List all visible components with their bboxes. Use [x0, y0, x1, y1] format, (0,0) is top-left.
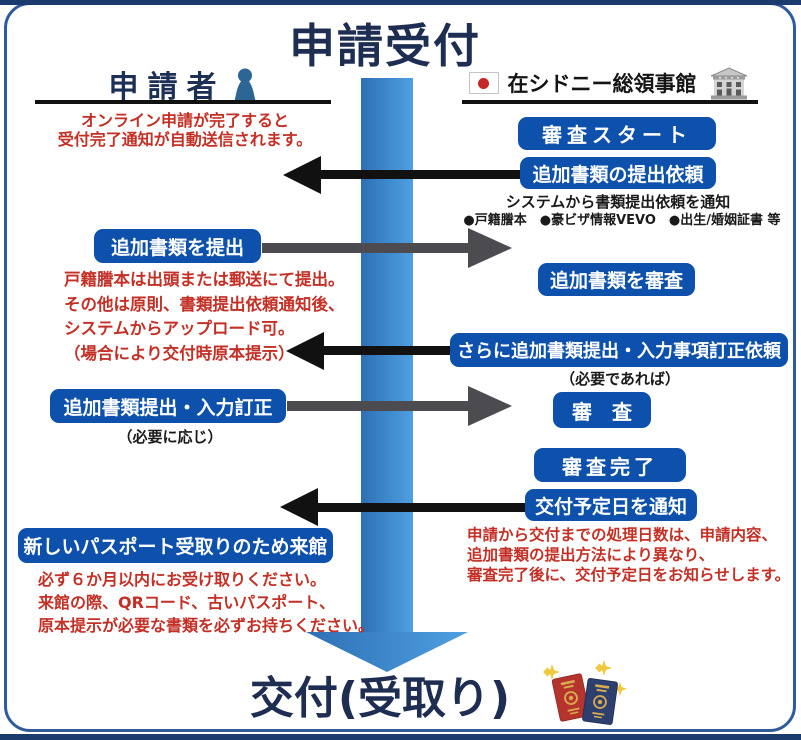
applicant-column-header: 申請者 — [35, 62, 331, 106]
auto-send-note: オンライン申請が完了すると 受付完了通知が自動送信されます。 — [30, 111, 340, 149]
note-line: 必ず６か月以内にお受け取りください。 — [38, 570, 327, 589]
japan-flag-icon — [468, 72, 499, 94]
note-line: 申請から交付までの処理日数は、申請内容、 — [467, 526, 778, 544]
note-line: 受付完了通知が自動送信されます。 — [57, 130, 313, 149]
top-border-bar — [0, 0, 801, 5]
arrow-shaft — [315, 503, 525, 512]
applicant-label: 申請者 — [108, 70, 226, 105]
box-submit-additional-docs: 追加書類を提出 — [94, 229, 261, 263]
request-system-note: システムから書類提出依頼を通知 — [505, 193, 731, 211]
box-request-additional-docs: 追加書類の提出依頼 — [520, 157, 716, 189]
arrow-shaft — [287, 401, 470, 411]
arrow-head — [468, 386, 512, 426]
arrow-head — [280, 488, 318, 526]
box-issue-date-notice: 交付予定日を通知 — [525, 489, 697, 521]
note-line: その他は原則、書類提出依頼通知後、 — [64, 294, 345, 314]
applicant-underline — [35, 100, 331, 104]
arrow-shaft — [318, 170, 520, 179]
note-line: 審査完了後に、交付予定日をお知らせします。 — [467, 566, 791, 584]
box-visit-consulate: 新しいパスポート受取りのため来館 — [18, 528, 333, 563]
footer-title: 交付(受取り) — [249, 673, 511, 724]
box-review: 審 査 — [553, 392, 651, 428]
submit-docs-note: 戸籍謄本は出頭または郵送にて提出。 その他は原則、書類提出依頼通知後、 システム… — [64, 268, 374, 366]
page-title: 申請受付 — [289, 19, 481, 73]
box-further-request: さらに追加書類提出・入力事項訂正依頼 — [450, 333, 788, 367]
arrow-head — [468, 228, 512, 268]
issue-date-note: 申請から交付までの処理日数は、申請内容、 追加書類の提出方法により異なり、 審査… — [467, 525, 797, 585]
note-line: 来館の際、QRコード、古いパスポート、 — [38, 593, 335, 612]
request-items-list: ●戸籍謄本 ●豪ビザ情報VEVO ●出生/婚姻証書 等 — [463, 213, 781, 228]
arrow-shaft — [321, 346, 450, 355]
arrow-shaft — [262, 243, 470, 253]
note-line: 戸籍謄本は出頭または郵送にて提出。 — [64, 270, 345, 289]
consulate-building-icon — [710, 67, 747, 100]
box-review-additional-docs: 追加書類を審査 — [538, 263, 695, 296]
box-correction: 追加書類提出・入力訂正 — [50, 389, 286, 423]
note-line: オンライン申請が完了すると — [80, 111, 289, 130]
visit-note: 必ず６か月以内にお受け取りください。 来館の際、QRコード、古いパスポート、 原… — [38, 568, 383, 637]
correction-note: （必要に応じ） — [117, 428, 223, 446]
person-icon — [234, 68, 255, 101]
note-line: システムからアップロード可。 — [64, 319, 295, 338]
note-line: 追加書類の提出方法により異なり、 — [467, 546, 715, 564]
further-request-note: （必要であれば） — [560, 370, 680, 388]
consulate-underline — [462, 100, 758, 104]
bottom-border-bar — [0, 734, 801, 740]
passports-icon — [543, 660, 627, 725]
note-line: 原本提示が必要な書類を必ずお持ちください。 — [38, 616, 375, 635]
box-review-start: 審査スタート — [518, 117, 716, 150]
consulate-column-header: 在シドニー総領事館 — [462, 66, 758, 100]
arrow-head — [286, 332, 324, 370]
box-review-complete: 審査完了 — [534, 448, 686, 482]
arrow-head — [283, 156, 321, 194]
consulate-label: 在シドニー総領事館 — [507, 72, 697, 96]
note-line: （場合により交付時原本提示） — [64, 343, 295, 363]
